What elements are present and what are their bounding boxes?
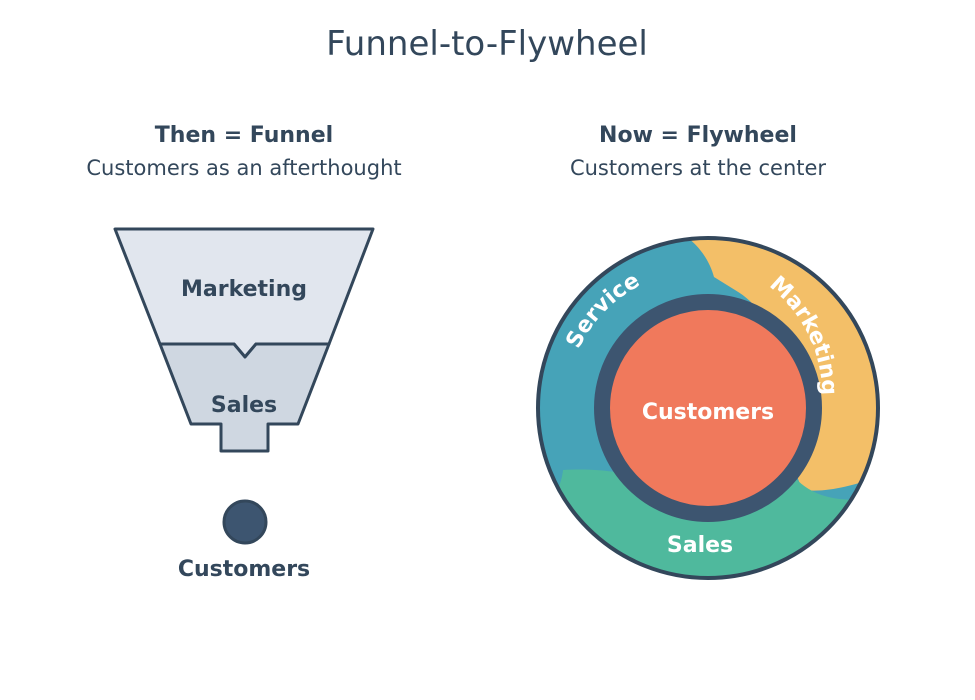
funnel: Marketing Sales Customers: [113, 227, 375, 582]
funnel-subheading: Customers as an afterthought: [86, 156, 401, 180]
flywheel: Customers Service Marketing Sales: [536, 236, 880, 580]
flywheel-subheading: Customers at the center: [570, 156, 826, 180]
flywheel-heading: Now = Flywheel: [599, 123, 797, 148]
funnel-heading: Then = Funnel: [155, 123, 333, 148]
funnel-stage-sales: [158, 342, 331, 453]
funnel-marketing-label: Marketing: [181, 277, 307, 302]
flywheel-center: [594, 294, 822, 522]
page-title: Funnel-to-Flywheel: [326, 24, 648, 64]
flywheel-center-label: Customers: [642, 400, 774, 425]
funnel-sales-label: Sales: [211, 393, 277, 418]
funnel-customers-label: Customers: [178, 557, 310, 582]
flywheel-outer-ring: [536, 236, 880, 580]
flywheel-sales-label: Sales: [667, 533, 733, 558]
funnel-output-dot: [222, 499, 268, 545]
